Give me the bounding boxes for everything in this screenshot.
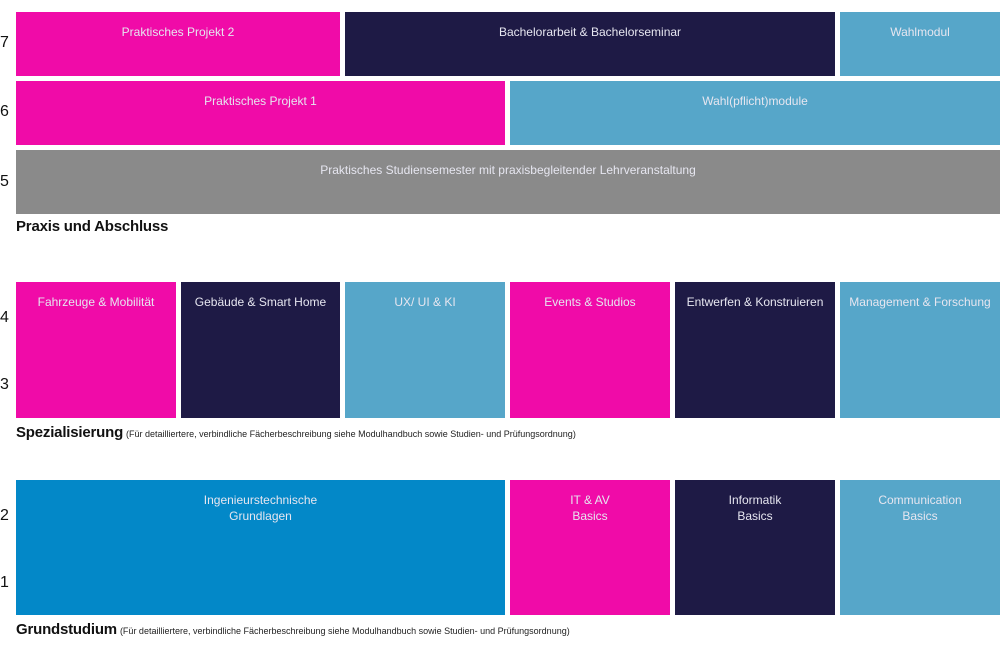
semester-label-3: 3	[0, 376, 9, 393]
semester-label-1: 1	[0, 574, 9, 591]
section-title-grundstudium: Grundstudium(Für detailliertere, verbind…	[16, 621, 570, 639]
semester-label-6: 6	[0, 103, 9, 120]
module-praxissemester: Praktisches Studiensemester mit praxisbe…	[16, 150, 1000, 214]
section-title-spezialisierung-text: Spezialisierung	[16, 424, 124, 441]
module-praktisches-projekt-1: Praktisches Projekt 1	[16, 81, 505, 145]
module-informatik-basics: Informatik Basics	[675, 480, 835, 615]
module-wahlpflichtmodule: Wahl(pflicht)module	[510, 81, 1000, 145]
semester-label-7: 7	[0, 34, 9, 51]
module-it-av-basics: IT & AV Basics	[510, 480, 670, 615]
semester-label-2: 2	[0, 507, 9, 524]
module-events-studios: Events & Studios	[510, 282, 670, 418]
semester-label-5: 5	[0, 173, 9, 190]
module-communication-basics: Communication Basics	[840, 480, 1000, 615]
semester-label-4: 4	[0, 309, 9, 326]
module-management-forschung: Management & Forschung	[840, 282, 1000, 418]
section-title-praxis: Praxis und Abschluss	[16, 218, 171, 236]
module-praktisches-projekt-2: Praktisches Projekt 2	[16, 12, 340, 76]
module-ux-ui-ki: UX/ UI & KI	[345, 282, 505, 418]
module-fahrzeuge-mobilitaet: Fahrzeuge & Mobilität	[16, 282, 176, 418]
section-note-spezialisierung: (Für detailliertere, verbindliche Fächer…	[126, 429, 576, 439]
section-title-spezialisierung: Spezialisierung(Für detailliertere, verb…	[16, 424, 576, 442]
module-gebaeude-smart-home: Gebäude & Smart Home	[181, 282, 340, 418]
module-ingenieurstechnische-grundlagen: Ingenieurstechnische Grundlagen	[16, 480, 505, 615]
module-bachelorarbeit: Bachelorarbeit & Bachelorseminar	[345, 12, 835, 76]
module-entwerfen-konstruieren: Entwerfen & Konstruieren	[675, 282, 835, 418]
module-wahlmodul: Wahlmodul	[840, 12, 1000, 76]
section-title-grundstudium-text: Grundstudium	[16, 621, 117, 638]
section-title-praxis-text: Praxis und Abschluss	[16, 218, 169, 235]
section-note-grundstudium: (Für detailliertere, verbindliche Fächer…	[119, 626, 570, 636]
